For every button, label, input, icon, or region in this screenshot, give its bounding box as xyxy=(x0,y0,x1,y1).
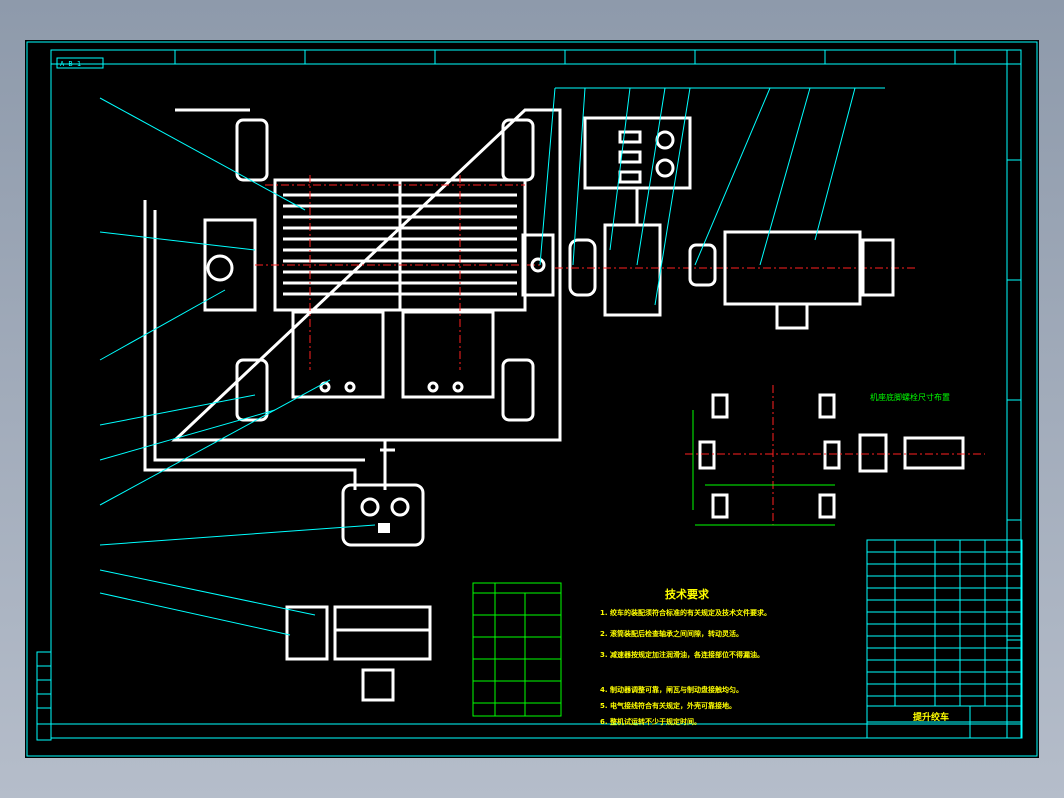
requirement-line: 4. 制动器调整可靠，闸瓦与制动盘接触均匀。 xyxy=(600,685,743,694)
left-revision-table xyxy=(36,651,52,741)
anchor-bolt xyxy=(903,436,965,470)
drawing-number-text: A B 1 xyxy=(60,60,81,68)
drawing-number-box xyxy=(56,57,104,69)
bearing-bottom-right xyxy=(501,358,535,422)
hydraulic-block xyxy=(341,483,425,547)
coupling xyxy=(521,233,555,297)
inner-frame xyxy=(50,49,1022,739)
requirement-line: 2. 滚筒装配后检查轴承之间间隙，转动灵活。 xyxy=(600,629,743,638)
gear-reducer xyxy=(603,223,662,317)
hydraulic-station xyxy=(341,483,425,547)
requirements-title: 技术要求 xyxy=(665,587,710,601)
detail-part xyxy=(285,605,329,661)
cabinet-indicator xyxy=(618,170,642,184)
bolt-layout-label: 机座底脚螺栓尺寸布置 xyxy=(870,392,950,402)
detail-parts xyxy=(285,605,432,702)
anchor-bolt xyxy=(858,433,888,473)
brake-right xyxy=(401,310,495,399)
motor-coupling xyxy=(688,243,717,287)
leader-lines xyxy=(99,87,885,636)
hydraulic-line xyxy=(153,210,365,462)
bearing-top-left xyxy=(235,118,269,182)
hydraulic-line xyxy=(143,200,357,490)
motor-foot xyxy=(775,302,809,330)
detail-part xyxy=(333,605,432,661)
outer-frame xyxy=(26,41,1038,757)
requirement-line: 5. 电气接线符合有关规定，外壳可靠接地。 xyxy=(600,701,736,710)
requirement-line: 3. 减速器按规定加注润滑油，各连接部位不得漏油。 xyxy=(600,650,764,659)
valve-core xyxy=(378,523,390,533)
detail-part xyxy=(361,668,395,702)
bolt-hole xyxy=(427,381,439,393)
cad-drawing: A B 1 xyxy=(26,41,1038,757)
cabinet-indicator xyxy=(618,130,642,144)
drum-assembly xyxy=(143,108,562,490)
bolt-hole xyxy=(344,381,356,393)
zone-ticks xyxy=(174,50,1021,641)
anchor-bolt xyxy=(823,440,841,470)
bolt-hole xyxy=(452,381,464,393)
cabinet-gauge xyxy=(655,130,675,150)
title-block xyxy=(866,539,1023,739)
foundation-bolt-layout: 机座底脚螺栓尺寸布置 xyxy=(685,385,985,526)
anchor-bolt xyxy=(698,440,716,470)
valve xyxy=(390,497,410,517)
coupling-hub xyxy=(530,257,546,273)
bearing-bottom-left xyxy=(235,358,269,422)
requirement-line: 6. 整机试运转不少于规定时间。 xyxy=(600,717,701,726)
technical-requirements: 技术要求 1. 绞车的装配须符合标准的有关规定及技术文件要求。 2. 滚筒装配后… xyxy=(600,587,771,726)
requirement-line: 1. 绞车的装配须符合标准的有关规定及技术文件要求。 xyxy=(600,608,771,617)
cabinet-gauge xyxy=(655,158,675,178)
cabinet-indicator xyxy=(618,150,642,164)
bearing-top-right xyxy=(501,118,535,182)
anchor-bolt xyxy=(818,393,836,419)
motor-tail xyxy=(861,238,895,297)
layout-dimensions xyxy=(692,410,835,526)
title-block-label: 提升绞车 xyxy=(913,711,949,723)
anchor-bolt xyxy=(818,493,836,519)
side-gear-hub xyxy=(206,254,234,282)
drive-train xyxy=(521,116,915,330)
hydraulic-line xyxy=(380,440,395,490)
anchor-bolt xyxy=(711,493,729,519)
base-frame xyxy=(171,108,562,442)
anchor-bolt xyxy=(711,393,729,419)
drawing-sheet: A B 1 xyxy=(25,40,1039,758)
brake-left xyxy=(291,310,385,399)
parts-list-table xyxy=(472,582,562,717)
valve xyxy=(360,497,380,517)
